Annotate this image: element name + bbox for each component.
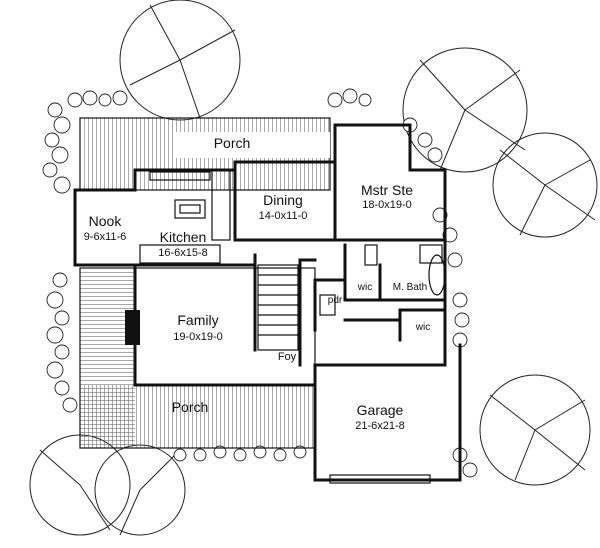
fireplace [125, 310, 140, 345]
room-label-master-suite: Mstr Ste [361, 182, 413, 198]
tree-top-right [402, 47, 528, 173]
room-label-porch-rear: Porch [214, 135, 251, 151]
tree-bottom-right [479, 374, 591, 486]
room-label-wic-lower: wic [415, 322, 430, 333]
tree-right [492, 132, 598, 238]
garage-door [329, 474, 431, 484]
room-dim-nook: 9-6x11-6 [84, 231, 127, 243]
room-label-garage: Garage [357, 402, 404, 418]
room-label-wic-upper: wic [357, 282, 372, 293]
room-dim-dining: 14-0x11-0 [259, 210, 308, 222]
room-dim-family: 19-0x19-0 [173, 331, 223, 343]
porch-front-fill [80, 385, 315, 448]
room-label-family: Family [177, 312, 218, 328]
kitchen-fixtures [139, 169, 231, 264]
room-dim-garage: 21-6x21-8 [355, 420, 405, 432]
room-label-kitchen: Kitchen [160, 229, 207, 245]
tree-top-left [119, 0, 241, 121]
staircase [257, 264, 299, 351]
room-label-nook: Nook [89, 213, 123, 229]
bath-fixtures [319, 244, 446, 316]
room-label-powder: pdr [328, 295, 343, 306]
tree-bottom-left [29, 434, 186, 536]
room-dim-master-suite: 18-0x19-0 [362, 199, 412, 211]
room-label-foyer: Foy [278, 351, 297, 363]
interior-walls [133, 160, 462, 482]
room-label-porch-front: Porch [172, 399, 209, 415]
room-dim-kitchen: 16-6x15-8 [158, 247, 208, 259]
room-label-master-bath: M. Bath [393, 282, 427, 293]
room-label-dining: Dining [263, 192, 303, 208]
